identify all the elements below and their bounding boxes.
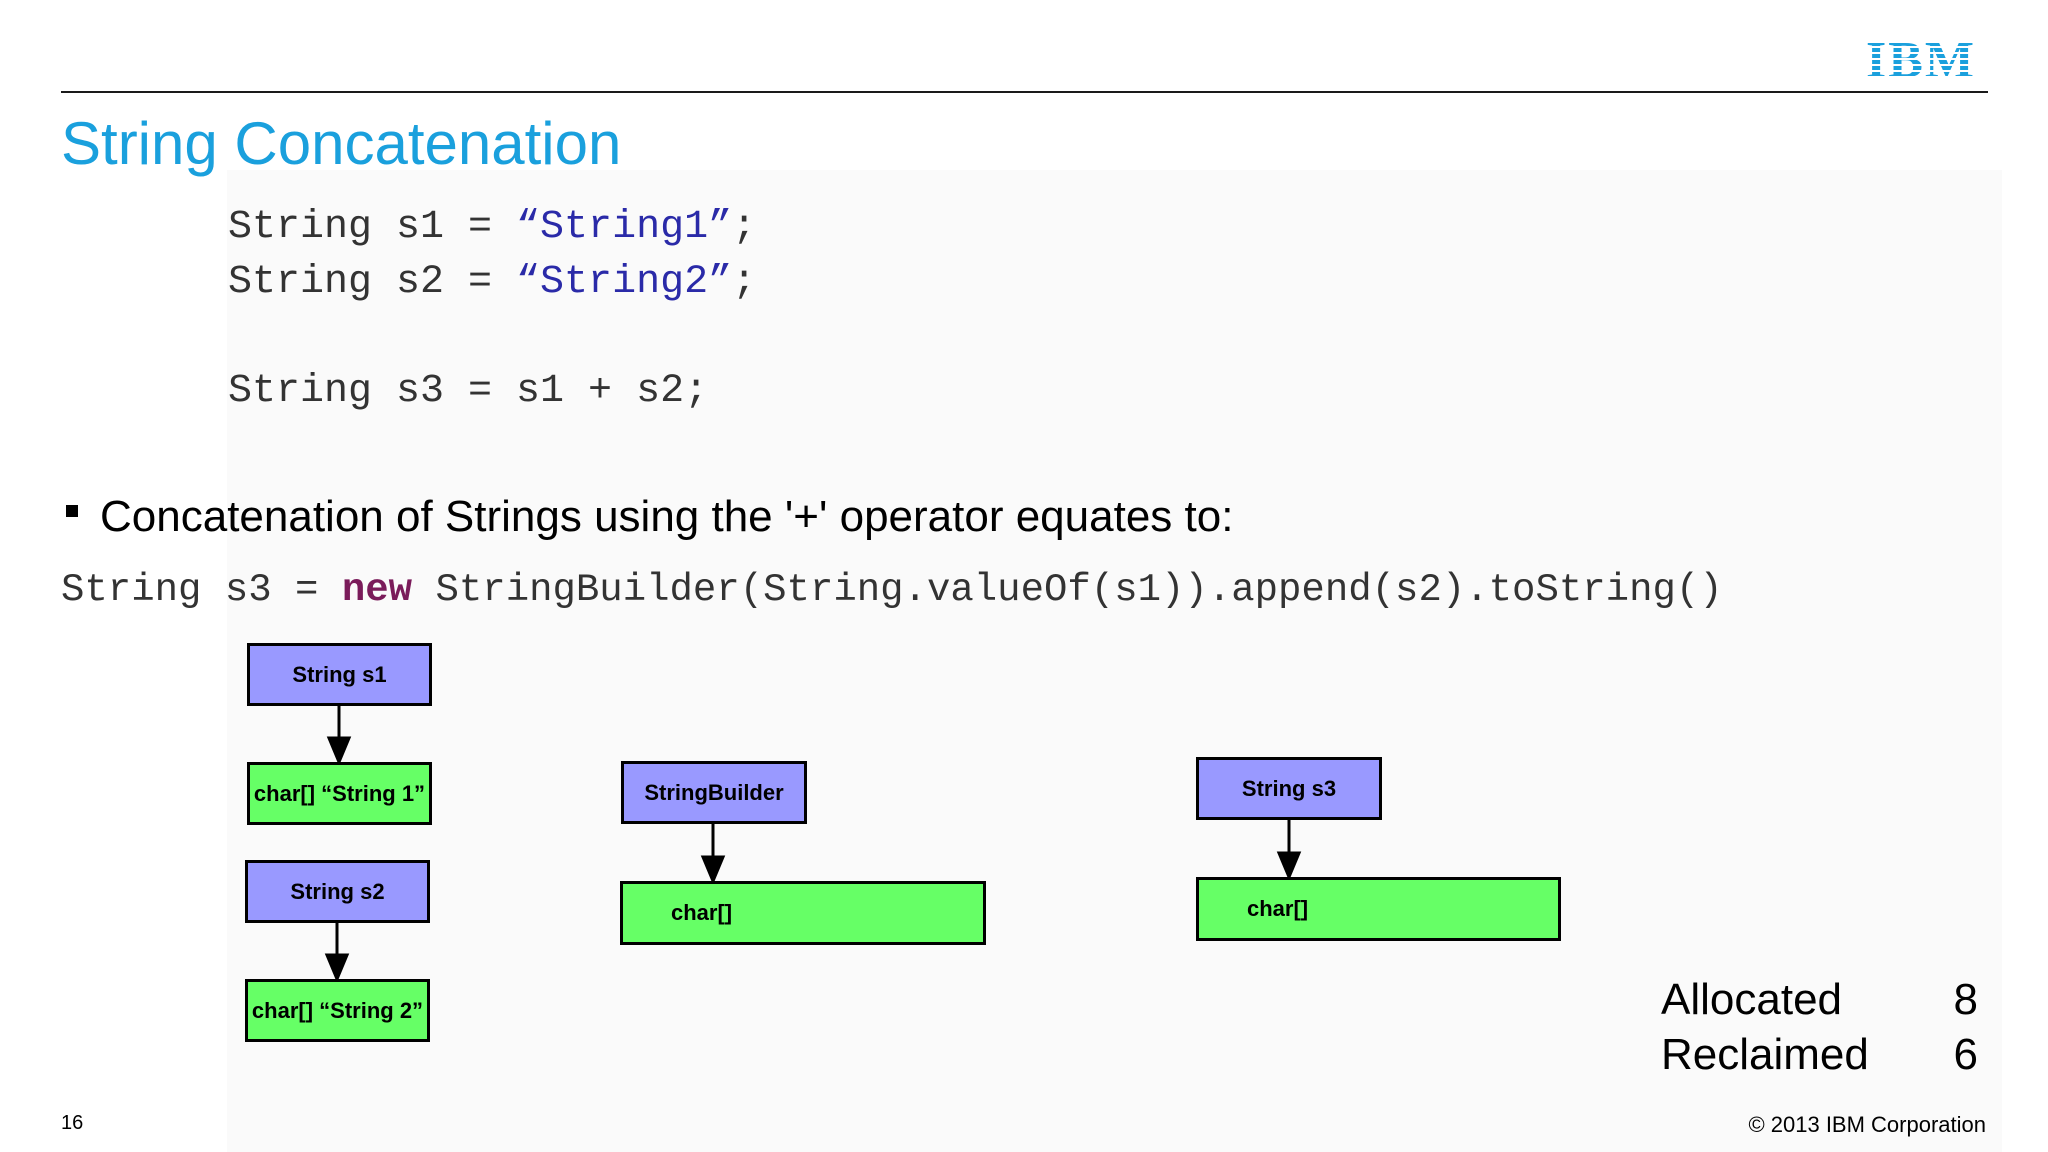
box-string-s2: String s2 <box>245 860 430 923</box>
box-string-s1: String s1 <box>247 643 432 706</box>
allocated-value: 8 <box>1953 975 1978 1024</box>
allocated-label: Allocated <box>1661 975 1843 1024</box>
box-char-s3: char[] <box>1196 877 1561 941</box>
box-string-s3: String s3 <box>1196 757 1382 820</box>
code-line-3: String s3 = s1 + s2; <box>228 369 709 414</box>
copyright: © 2013 IBM Corporation <box>1748 1112 1986 1137</box>
bullet-marker <box>66 505 78 517</box>
box-char-string1: char[] “String 1” <box>247 762 432 825</box>
equivalent-code-rest: StringBuilder(String.valueOf(s1)).append… <box>412 568 1723 612</box>
arrow-s2-head <box>324 953 350 983</box>
code-line-2-suffix: ; <box>732 260 757 305</box>
box-char-stringbuilder: char[] <box>620 881 986 945</box>
bullet-text: Concatenation of Strings using the '+' o… <box>100 492 1234 541</box>
equivalent-code: String s3 = new StringBuilder(String.val… <box>61 563 1723 617</box>
ibm-logo: IBM <box>1866 36 1976 80</box>
page-number: 16 <box>61 1112 84 1134</box>
box-stringbuilder: StringBuilder <box>621 761 807 824</box>
code-line-1: String s1 = “String1”; <box>228 201 756 255</box>
arrow-s1-head <box>326 736 352 766</box>
equivalent-code-keyword: new <box>341 568 413 612</box>
content-background <box>227 170 2002 1152</box>
arrow-sb-head <box>700 855 726 885</box>
reclaimed-label: Reclaimed <box>1661 1030 1869 1079</box>
code-line-1-suffix: ; <box>732 205 757 250</box>
svg-text:IBM: IBM <box>1866 36 1976 80</box>
code-line-1-prefix: String s1 = <box>228 205 517 250</box>
reclaimed-value: 6 <box>1953 1030 1978 1079</box>
code-line-2: String s2 = “String2”; <box>228 256 756 310</box>
code-line-1-string: “String1” <box>516 205 733 250</box>
code-line-2-string: “String2” <box>516 260 733 305</box>
slide-title: String Concatenation <box>61 110 622 177</box>
arrow-s3-head <box>1276 851 1302 881</box>
code-line-2-prefix: String s2 = <box>228 260 517 305</box>
header-rule <box>61 91 1988 93</box>
box-char-string2: char[] “String 2” <box>245 979 430 1042</box>
equivalent-code-prefix: String s3 = <box>61 568 342 612</box>
